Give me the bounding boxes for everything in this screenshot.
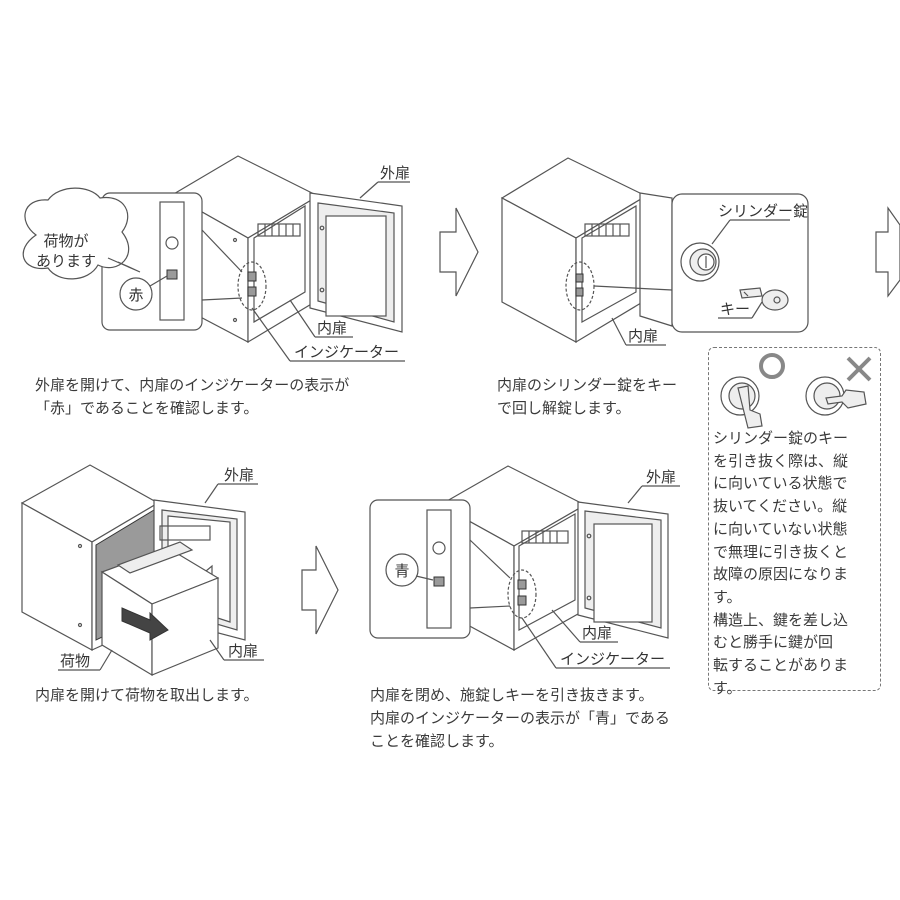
step3-label-inner-door: 内扉	[228, 642, 258, 660]
step4-label-inner-door: 内扉	[582, 624, 612, 642]
step4-caption-line-1: 内扉を閉め、施錠しキーを引き抜きます。	[370, 686, 654, 704]
step2-cabinet	[500, 157, 673, 344]
note-line-8: す。	[713, 587, 742, 606]
note-line-5: に向いていない状態	[713, 519, 848, 538]
step2-to-step3-arrow-icon	[875, 206, 900, 298]
note-line-4: 抜いてください。縦	[713, 497, 848, 516]
note-line-7: 故障の原因になりま	[713, 565, 849, 584]
step1-indicator-text: 赤	[128, 286, 143, 304]
step4-illustration: 青 外扉 内扉 インジケーター	[369, 465, 680, 669]
step4-label-outer-door: 外扉	[646, 468, 676, 486]
step1-label-indicator: インジケーター	[294, 343, 399, 361]
step2-label-key: キー	[720, 300, 750, 318]
step2-caption: 内扉のシリンダー錠をキー で回し解錠します。	[497, 374, 677, 420]
note-text: シリンダー錠のキー を引き抜く際は、縦 に向いている状態で 抜いてください。縦 …	[713, 427, 848, 699]
step4-indicator-text: 青	[394, 562, 409, 580]
note-line-2: を引き抜く際は、縦	[713, 451, 849, 470]
note-line-10: むと勝手に鍵が回	[713, 633, 834, 652]
step1-callouts: 外扉 内扉 インジケーター	[251, 164, 410, 362]
step1-bubble-line-2: あります	[36, 252, 96, 270]
step1-outer-door	[309, 192, 403, 333]
step3-parcel	[100, 541, 220, 677]
step4-caption-line-2: 内扉のインジケーターの表示が「青」である	[370, 709, 670, 727]
step1-caption: 外扉を開けて、内扉のインジケーターの表示が 「赤」であることを確認します。	[35, 374, 349, 420]
step1-to-step2-arrow-icon	[439, 207, 479, 297]
cylinder-lock-icon	[680, 242, 720, 282]
step2-caption-line-2: で回し解錠します。	[497, 399, 631, 417]
step1-bubble-line-1: 荷物が	[43, 232, 88, 250]
step2-label-cylinder-lock: シリンダー錠	[718, 202, 808, 220]
step3-to-step4-arrow-icon	[301, 545, 339, 635]
step1-speech-bubble: 荷物が あります	[22, 187, 141, 280]
step3-label-parcel: 荷物	[60, 652, 90, 670]
note-line-6: で無理に引き抜くと	[713, 542, 849, 561]
wrong-cross-icon	[846, 356, 872, 382]
step3-caption: 内扉を開けて荷物を取出します。	[35, 684, 259, 707]
step3-illustration: 外扉 内扉 荷物	[20, 464, 264, 677]
step3-label-outer-door: 外扉	[224, 466, 254, 484]
correct-circle-icon	[759, 353, 785, 379]
step2-zoom-panel: シリンダー錠 キー	[671, 193, 809, 333]
step1-caption-line-1: 外扉を開けて、内扉のインジケーターの表示が	[35, 376, 350, 394]
note-wrong-example	[805, 356, 872, 416]
step2-caption-line-1: 内扉のシリンダー錠をキー	[497, 376, 678, 394]
note-correct-example	[720, 353, 785, 429]
step3-caption-line-1: 内扉を開けて荷物を取出します。	[35, 686, 259, 704]
step1-indicator-highlight	[237, 261, 267, 311]
note-box	[708, 347, 881, 691]
note-line-3: に向いている状態で	[713, 474, 848, 493]
step1-label-outer-door: 外扉	[380, 164, 410, 182]
step1-caption-line-2: 「赤」であることを確認します。	[35, 399, 259, 417]
step1-label-inner-door: 内扉	[317, 319, 347, 337]
step4-zoom-panel	[369, 499, 511, 639]
step1-red-marker: 赤	[119, 275, 168, 311]
step4-label-indicator: インジケーター	[560, 650, 665, 668]
parcel-arrow-icon	[121, 607, 169, 641]
step4-caption: 内扉を閉め、施錠しキーを引き抜きます。 内扉のインジケーターの表示が「青」である…	[370, 684, 670, 753]
step2-label-inner-door: 内扉	[628, 327, 658, 345]
key-icon	[739, 287, 789, 311]
note-line-9: 構造上、鍵を差し込	[713, 610, 849, 629]
step4-blue-marker: 青	[385, 553, 434, 587]
step1-illustration: 荷物が あります 赤 外扉 内扉 インジケーター	[22, 155, 410, 362]
note-line-1: シリンダー錠のキー	[713, 429, 849, 447]
note-line-11: 転することがありま	[713, 656, 849, 675]
step2-illustration: シリンダー錠 キー 内扉	[500, 157, 809, 346]
step4-outer-door	[577, 501, 669, 639]
note-line-12: す。	[713, 678, 742, 697]
step4-caption-line-3: ことを確認します。	[370, 732, 504, 750]
